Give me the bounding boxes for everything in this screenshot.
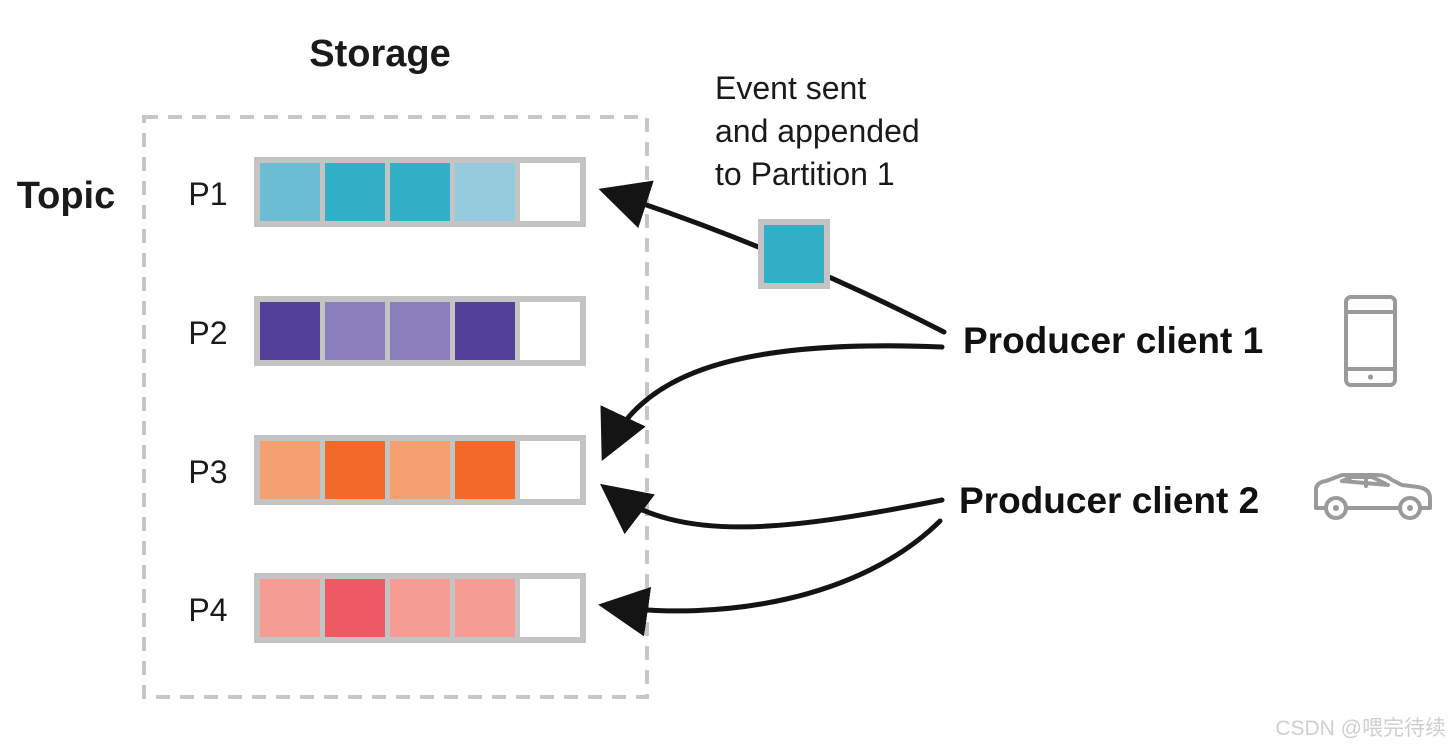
partition-p1-cell-1: [260, 163, 320, 221]
arrow-producer2-to-p3: [600, 483, 945, 535]
partition-p3-cell-4: [455, 441, 515, 499]
partition-p2-cell-2: [325, 302, 385, 360]
event-block: [758, 219, 830, 289]
partition-p1-cell-2: [325, 163, 385, 221]
partition-log-p2: [254, 296, 586, 366]
partition-p2-cell-5: [520, 302, 580, 360]
partition-p3-cell-3: [390, 441, 450, 499]
watermark-text: CSDN @喂完待续: [1275, 717, 1446, 740]
partition-label-p1: P1: [188, 176, 227, 212]
event-caption-line-3: to Partition 1: [715, 156, 895, 192]
partition-p2-cell-3: [390, 302, 450, 360]
partition-p2-cell-1: [260, 302, 320, 360]
event-caption-line-1: Event sent: [715, 70, 866, 106]
partition-label-p3: P3: [188, 454, 227, 490]
partition-p4-cell-1: [260, 579, 320, 637]
topic-label: Topic: [17, 175, 116, 217]
phone-icon: [1344, 295, 1397, 387]
partition-p4-cell-4: [455, 579, 515, 637]
partition-p4-cell-2: [325, 579, 385, 637]
partition-label-p4: P4: [188, 592, 227, 628]
partition-p3-cell-2: [325, 441, 385, 499]
arrow-producer2-to-p4: [598, 518, 943, 637]
partition-p2-cell-4: [455, 302, 515, 360]
partition-p1-cell-3: [390, 163, 450, 221]
arrow-producer1-to-p3: [600, 343, 945, 462]
partition-p4-cell-3: [390, 579, 450, 637]
partition-p3-cell-5: [520, 441, 580, 499]
event-caption-line-2: and appended: [715, 113, 920, 149]
partition-p1-cell-5: [520, 163, 580, 221]
car-icon: [1314, 473, 1432, 520]
partition-label-p2: P2: [188, 315, 227, 351]
partition-log-p3: [254, 435, 586, 505]
partition-log-p1: [254, 157, 586, 227]
partition-p3-cell-1: [260, 441, 320, 499]
storage-title: Storage: [309, 33, 450, 75]
storage-boundary: [142, 115, 649, 699]
partition-log-p4: [254, 573, 586, 643]
partition-p4-cell-5: [520, 579, 580, 637]
producer-client-1-label: Producer client 1: [963, 320, 1263, 361]
partition-p1-cell-4: [455, 163, 515, 221]
producer-client-2-label: Producer client 2: [959, 480, 1259, 521]
